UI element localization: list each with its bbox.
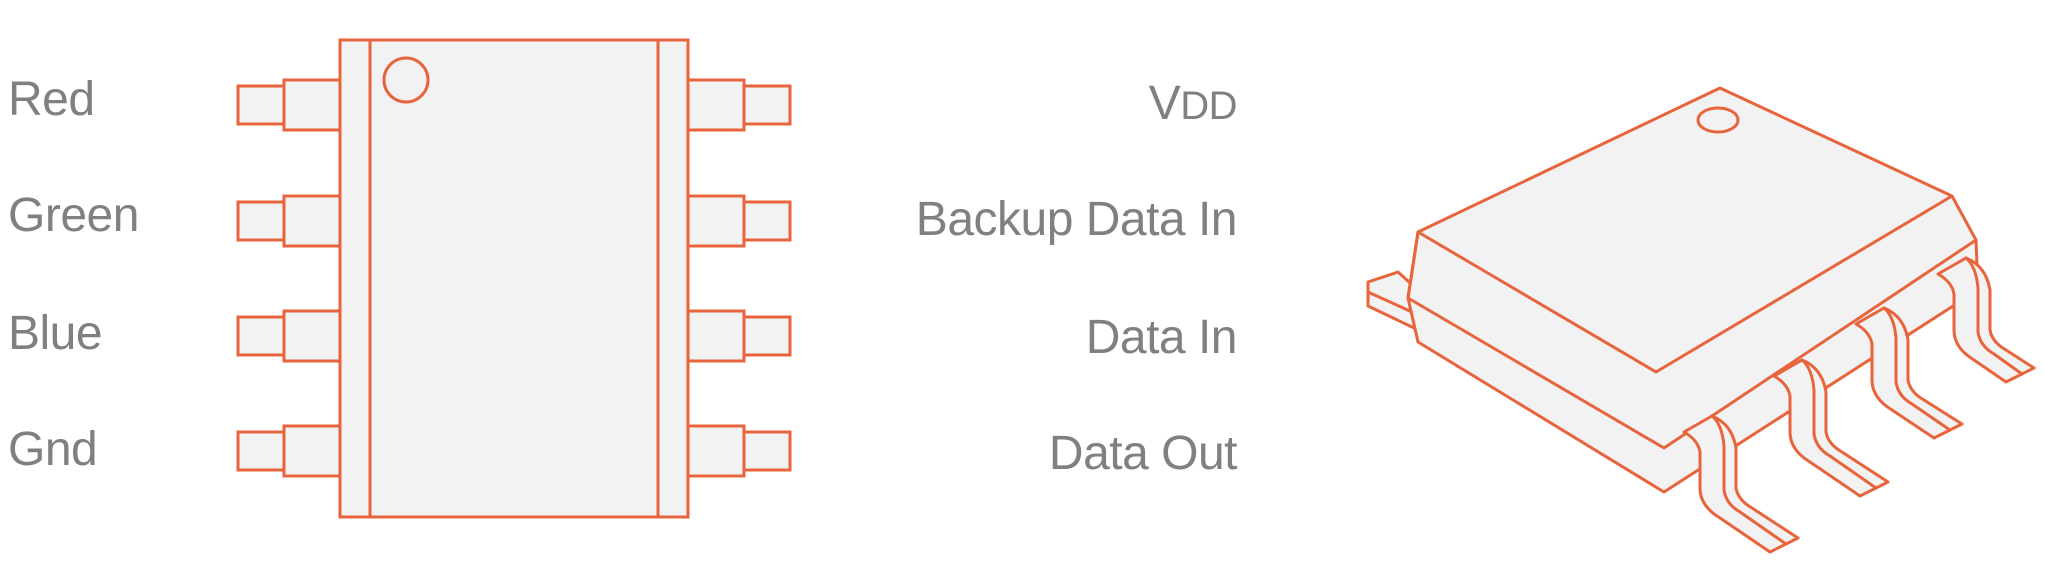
left-pin-4 (236, 424, 342, 478)
vdd-subscript: DD (1180, 84, 1237, 128)
chip-body (338, 38, 690, 519)
pin-label-gnd: Gnd (8, 423, 98, 476)
pin-label-data-in: Data In (1085, 311, 1238, 364)
front-pin-3 (1854, 306, 1964, 440)
pin1-dimple (1696, 106, 1740, 134)
package-top (1416, 86, 1954, 374)
pin-label-vdd: VDD (1148, 76, 1238, 134)
pin1-marker (382, 56, 430, 104)
vdd-main: V (1148, 77, 1181, 130)
pin-label-data-out: Data Out (1048, 427, 1238, 480)
left-pin-3 (236, 309, 342, 363)
right-pin-4 (686, 424, 792, 478)
pin-label-backup-data-in: Backup Data In (915, 193, 1238, 246)
pin-label-blue: Blue (8, 307, 103, 360)
front-pin-4 (1936, 256, 2036, 384)
pin-label-red: Red (8, 73, 95, 126)
pin-label-green: Green (8, 189, 139, 242)
front-pin-2 (1772, 358, 1890, 498)
left-pin-1 (236, 78, 342, 132)
right-pin-3 (686, 309, 792, 363)
left-pin-2 (236, 194, 342, 248)
right-pin-2 (686, 194, 792, 248)
front-pin-1 (1682, 414, 1800, 554)
